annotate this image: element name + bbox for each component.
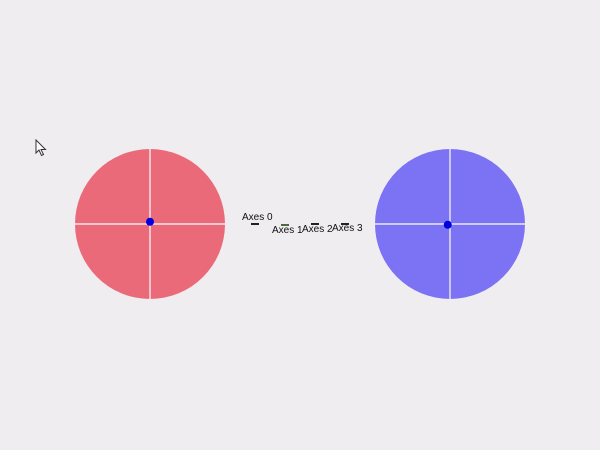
axes-3-indicator xyxy=(341,223,349,225)
arrow-cursor-icon xyxy=(35,139,47,157)
axes-1-indicator xyxy=(281,224,289,226)
axes-0-label: Axes 0 xyxy=(242,212,273,223)
left-joystick xyxy=(75,149,225,299)
right-joystick xyxy=(375,149,525,299)
axes-0-indicator xyxy=(251,223,259,225)
axes-2-indicator xyxy=(311,223,319,225)
axes-3-label: Axes 3 xyxy=(332,223,363,234)
axes-1-label: Axes 1 xyxy=(272,225,303,236)
left-joystick-position-dot xyxy=(146,217,154,226)
right-joystick-position-dot xyxy=(443,220,452,229)
axes-2-label: Axes 2 xyxy=(302,224,333,235)
